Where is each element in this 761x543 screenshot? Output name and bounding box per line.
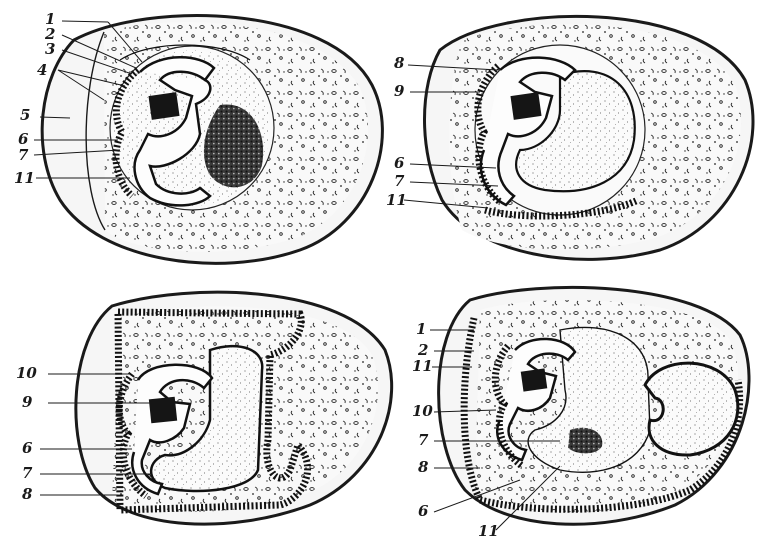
label: 7 bbox=[22, 464, 33, 482]
label: 9 bbox=[22, 393, 33, 411]
embryo-head bbox=[149, 397, 177, 424]
label: 10 bbox=[412, 402, 433, 420]
label: 1 bbox=[416, 320, 426, 338]
label: 11 bbox=[478, 522, 499, 540]
label: 11 bbox=[386, 191, 407, 209]
label: 5 bbox=[20, 106, 30, 124]
panel-top-right: 8 9 6 7 11 bbox=[386, 16, 753, 259]
label: 7 bbox=[18, 146, 29, 164]
label: 9 bbox=[394, 82, 405, 100]
label: 11 bbox=[14, 169, 35, 187]
label: 8 bbox=[22, 485, 33, 503]
label: 6 bbox=[22, 439, 33, 457]
label: 3 bbox=[45, 40, 55, 58]
label: 8 bbox=[394, 54, 405, 72]
label: 6 bbox=[394, 154, 405, 172]
label: 7 bbox=[394, 172, 405, 190]
label: 6 bbox=[418, 502, 429, 520]
embryo-head bbox=[148, 92, 179, 120]
label: 7 bbox=[418, 431, 429, 449]
embryo-head bbox=[521, 368, 548, 391]
label: 8 bbox=[418, 458, 429, 476]
embryo-head bbox=[510, 92, 541, 120]
panel-bottom-left: 10 9 6 7 8 bbox=[16, 292, 392, 524]
label: 4 bbox=[37, 61, 47, 79]
label: 11 bbox=[412, 357, 433, 375]
label: 10 bbox=[16, 364, 37, 382]
panel-top-left: 1 2 3 4 5 6 7 11 bbox=[14, 10, 382, 263]
panel-bottom-right: 1 2 11 10 7 8 6 11 bbox=[412, 287, 749, 540]
